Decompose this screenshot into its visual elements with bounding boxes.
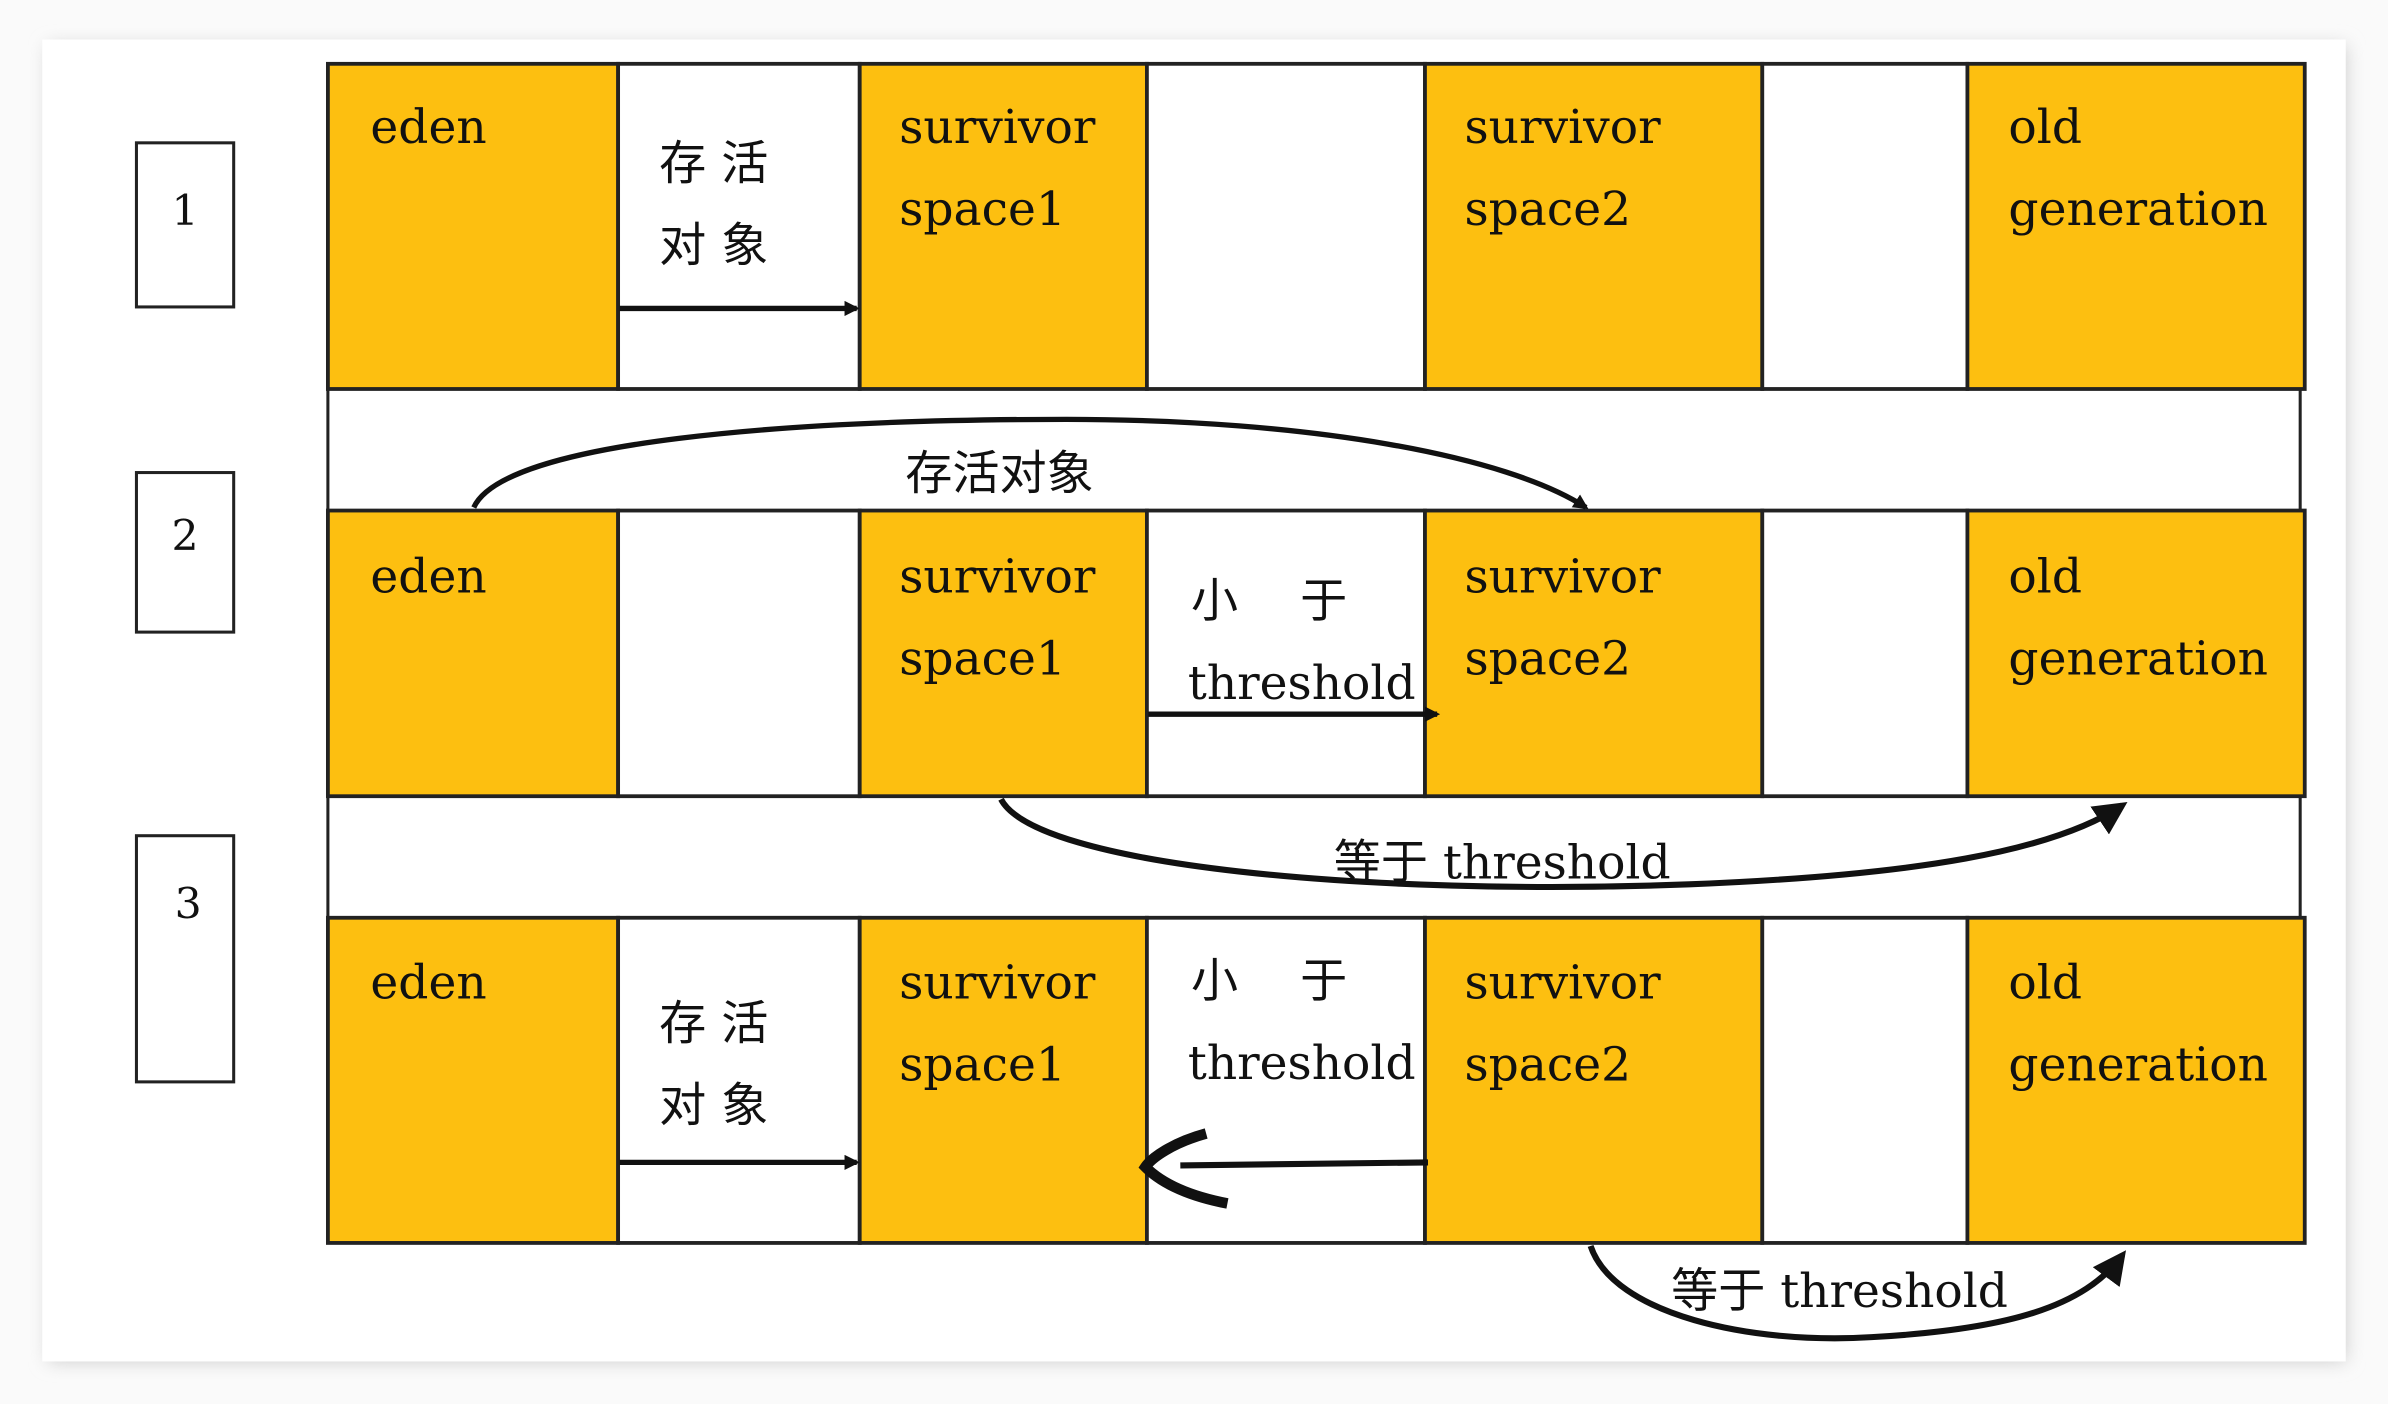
less-than-label: 小 于: [1191, 954, 1347, 1009]
step-3-box: 3: [134, 834, 236, 1084]
space2-label: space2: [1464, 182, 1631, 237]
region-survivor-space1-step2: [857, 508, 1149, 799]
region-eden-step2: [325, 508, 621, 799]
less-than-label: 小 于: [1191, 574, 1347, 629]
survive-label-a: 存 活: [659, 136, 768, 191]
survive-label-b: 对 象: [659, 1078, 768, 1133]
step-2-labels: eden survivor space1 小 于 threshold survi…: [370, 550, 2267, 711]
eden-label: eden: [370, 100, 486, 155]
arrow-eden-to-s2-step2: [471, 416, 1589, 510]
space1-label: space1: [899, 632, 1066, 687]
equal-threshold-label: 等于 threshold: [1671, 1264, 2008, 1319]
survivor-label: survivor: [899, 100, 1096, 155]
transition-band-1: [326, 387, 2302, 513]
region-survivor-space2-step2: [1423, 508, 1765, 799]
region-survivor-space2-step1: [1423, 61, 1765, 391]
arrow-s1-to-old-step2: [998, 797, 2128, 890]
transition-band-2: [326, 794, 2302, 920]
old-label: old: [2008, 955, 2082, 1010]
region-gap-s1-s2-step2: [1144, 508, 1427, 799]
old-label: old: [2008, 550, 2082, 605]
step-number: 2: [172, 512, 199, 561]
old-label: old: [2008, 100, 2082, 155]
region-gap-s2-old-step1: [1760, 61, 1970, 391]
region-gap-s2-old-step3: [1760, 915, 1970, 1245]
survive-label-b: 对 象: [659, 218, 768, 273]
survivor-label: survivor: [1464, 550, 1661, 605]
generation-label: generation: [2008, 182, 2267, 237]
equal-threshold-label: 等于 threshold: [1334, 835, 1671, 890]
arrows: [471, 300, 2128, 1342]
arrowhead-s2-to-s1-step3: [1138, 1128, 1229, 1209]
region-gap-s1-s2-step1: [1144, 61, 1427, 391]
eden-label: eden: [370, 955, 486, 1010]
region-gap-s2-old-step2: [1760, 508, 1970, 799]
region-gap-eden-s1-step2: [616, 508, 862, 799]
space1-label: space1: [899, 182, 1066, 237]
survive-label-a: 存 活: [659, 996, 768, 1051]
survivor-label: survivor: [1464, 955, 1661, 1010]
step-number: 1: [172, 187, 199, 236]
survivor-label: survivor: [1464, 100, 1661, 155]
space1-label: space1: [899, 1037, 1066, 1092]
arrow-s2-to-old-step3: [1587, 1244, 2127, 1342]
generation-label: generation: [2008, 632, 2267, 687]
threshold-label: threshold: [1188, 656, 1416, 711]
step-1-box: 1: [134, 141, 236, 309]
region-gap-eden-s1-step3: [616, 915, 862, 1245]
region-survivor-space1-step3: [857, 915, 1149, 1245]
region-eden-step3: [325, 915, 621, 1245]
region-old-generation-step2: [1965, 508, 2307, 799]
step-1-labels: eden 存 活 对 象 survivor space1 survivor sp…: [370, 100, 2267, 274]
survivor-label: survivor: [899, 955, 1096, 1010]
generation-label: generation: [2008, 1037, 2267, 1092]
space2-label: space2: [1464, 632, 1631, 687]
arrow-s2-to-s1-step3: [1180, 1159, 1429, 1169]
region-old-generation-step3: [1965, 915, 2307, 1245]
region-eden-step1: [325, 61, 621, 391]
step-2-box: 2: [134, 471, 236, 634]
survivor-label: survivor: [899, 550, 1096, 605]
region-gap-s1-s2-step3: [1144, 915, 1427, 1245]
step-number: 3: [175, 880, 202, 929]
eden-label: eden: [370, 550, 486, 605]
threshold-label: threshold: [1188, 1036, 1416, 1091]
space2-label: space2: [1464, 1037, 1631, 1092]
region-survivor-space2-step3: [1423, 915, 1765, 1245]
step-3-labels: eden 存 活 对 象 survivor space1 小 于 thresho…: [370, 954, 2267, 1134]
region-old-generation-step1: [1965, 61, 2307, 391]
survive-joined-label: 存活对象: [905, 446, 1093, 501]
